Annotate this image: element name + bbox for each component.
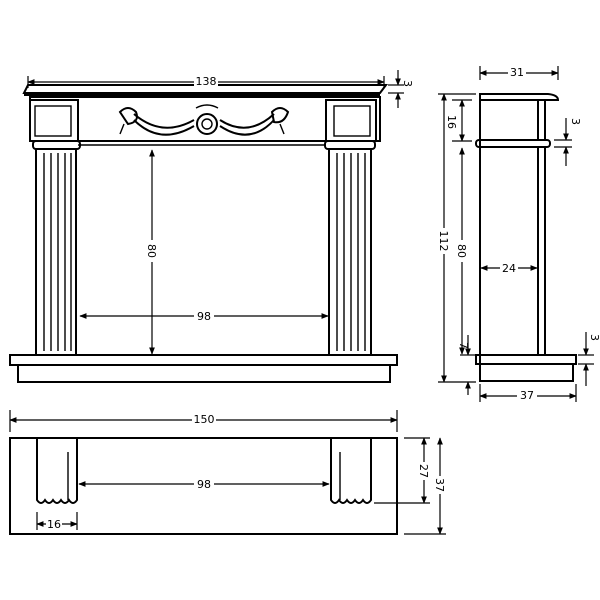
dim-side-frieze-height: 16	[445, 115, 458, 129]
front-view: 138 3 80 98	[9, 70, 414, 383]
garland-ornament	[118, 104, 290, 136]
plan-base-outline	[9, 437, 398, 535]
dim-plan-inner-depth: 27	[417, 464, 430, 478]
corner-block-left	[29, 99, 79, 142]
column-right	[324, 140, 376, 356]
dim-side-opening-height: 80	[455, 244, 468, 258]
dim-side-depth-top: 31	[510, 66, 524, 79]
corner-block-right	[325, 99, 377, 142]
column-left	[32, 140, 81, 356]
side-view: 31 112 16 80 3 24 7	[437, 66, 600, 402]
dim-front-opening-width: 98	[197, 310, 211, 323]
dim-side-total-height: 112	[437, 231, 450, 252]
dim-plan-base-width: 150	[194, 413, 215, 426]
dim-front-mantel-thickness: 3	[401, 80, 414, 87]
dim-front-opening-height: 80	[145, 244, 158, 258]
dim-plan-opening-width: 98	[197, 478, 211, 491]
dim-plan-leg-width: 16	[47, 518, 61, 531]
dim-side-base-thickness: 3	[588, 334, 600, 341]
dim-side-base-depth: 37	[520, 389, 534, 402]
dim-front-total-width: 138	[196, 75, 217, 88]
side-mantel	[479, 93, 560, 101]
plan-leg-left	[36, 438, 78, 504]
hearth-step	[9, 354, 398, 366]
dim-side-shelf-thickness: 3	[569, 118, 582, 125]
dim-plan-total-depth: 37	[433, 478, 446, 492]
hearth-base	[17, 364, 391, 383]
dim-side-plinth-height: 7	[457, 342, 470, 349]
dim-side-inner-depth: 24	[502, 262, 516, 275]
plan-view: 150 98 16 27 37	[9, 410, 446, 535]
plan-leg-right	[330, 438, 372, 504]
